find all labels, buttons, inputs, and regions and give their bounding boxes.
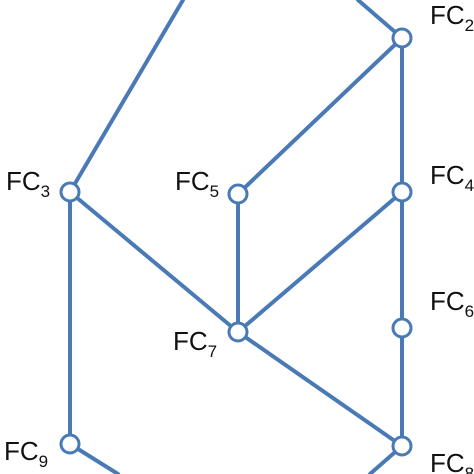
edge-fc3-top: [68, 0, 185, 194]
edge-fc2-fc5: [236, 36, 404, 196]
label-fc6: FC6: [430, 286, 474, 321]
node-group: [59, 27, 413, 457]
node-fc3: [59, 181, 81, 203]
node-fc6: [391, 317, 413, 339]
label-group: FC2 FC3 FC4 FC5 FC6 FC7 FC8 FC9: [4, 0, 474, 474]
node-fc8: [391, 435, 413, 457]
label-fc2: FC2: [430, 0, 474, 35]
label-fc9: FC9: [4, 436, 48, 471]
edge-fc4-fc7: [236, 190, 404, 334]
label-fc8: FC8: [430, 448, 474, 474]
label-fc7: FC7: [173, 326, 217, 361]
edge-fc7-fc8: [236, 330, 404, 448]
node-fc9: [59, 433, 81, 455]
node-fc7: [227, 321, 249, 343]
label-fc5: FC5: [175, 166, 219, 201]
node-fc4: [391, 181, 413, 203]
label-fc3: FC3: [6, 166, 50, 201]
edge-fc3-fc7: [68, 190, 240, 334]
edge-group: [68, 0, 404, 474]
node-fc2: [391, 27, 413, 49]
node-fc5: [227, 183, 249, 205]
label-fc4: FC4: [430, 160, 474, 195]
